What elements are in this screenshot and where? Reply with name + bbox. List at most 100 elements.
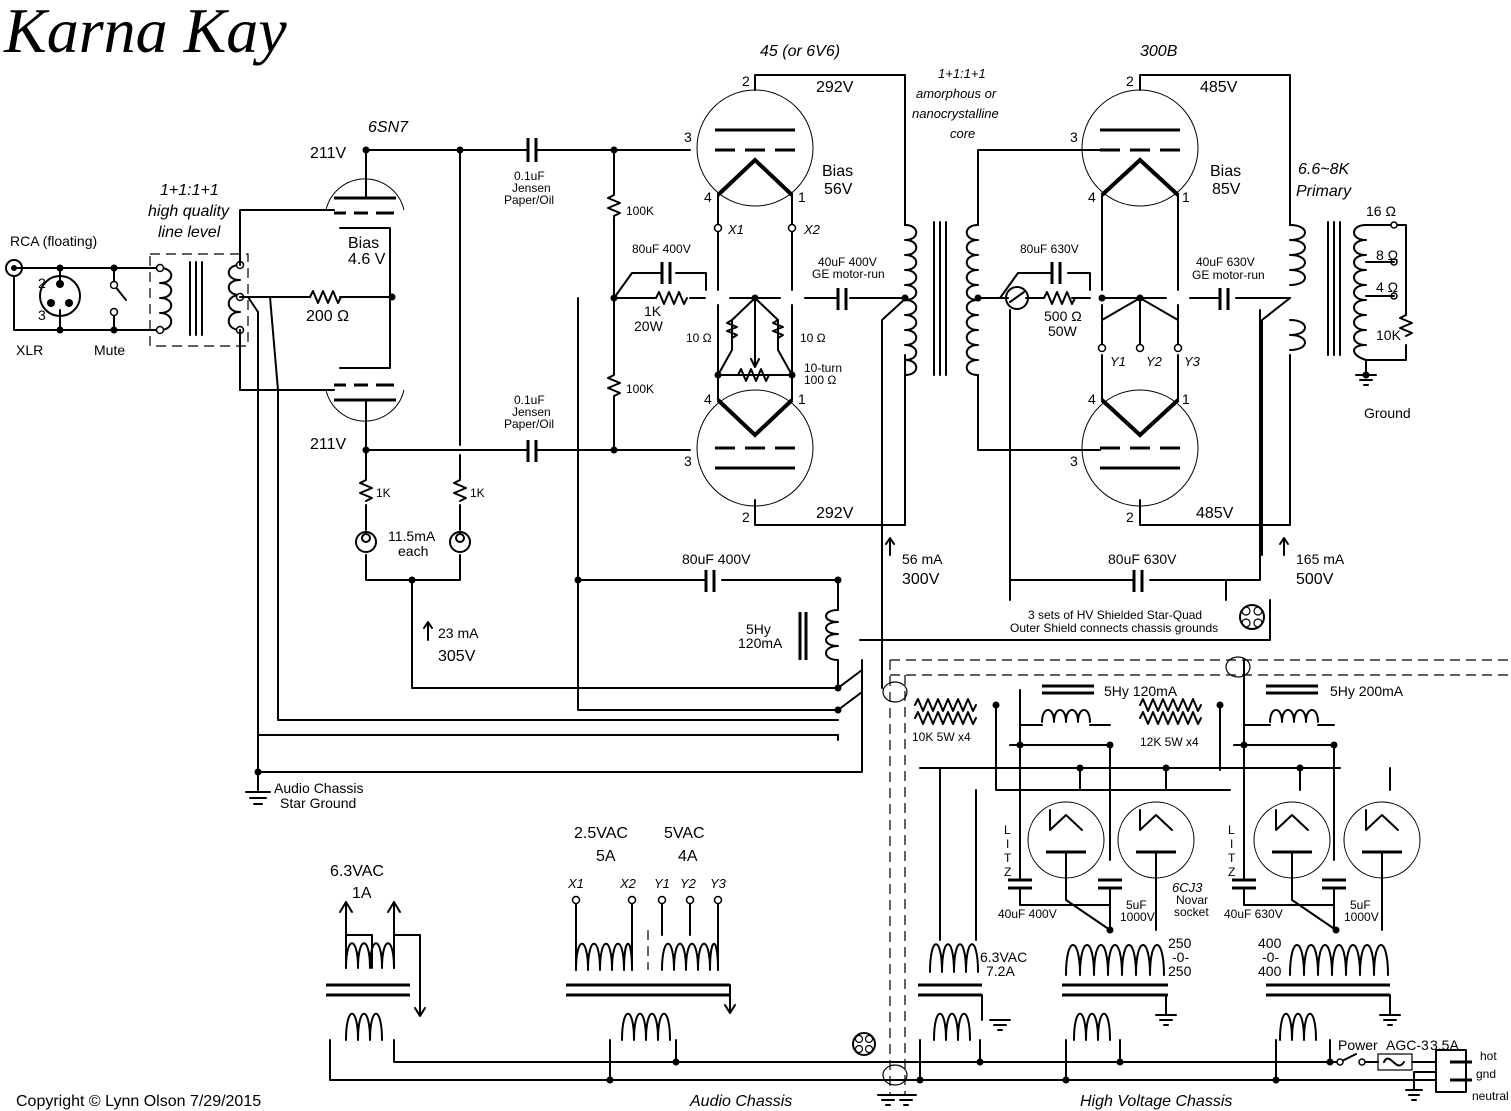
grid-resistor-top-value: 100K xyxy=(626,204,654,218)
stage2-bottom-pin2: 2 xyxy=(742,509,750,525)
choke-5hy-120ma-icon xyxy=(1041,684,1094,723)
stage2-current-arrow-icon xyxy=(885,537,895,556)
stage2-top-pin4: 4 xyxy=(704,189,712,205)
hv-transformer-cores-icon xyxy=(918,983,1401,1041)
output-bias-value: 85V xyxy=(1212,181,1241,198)
stage2-pot-value: 100 Ω xyxy=(804,373,836,387)
stage2-bias-value: 56V xyxy=(824,181,853,198)
hv-supply-wiring xyxy=(919,659,1391,941)
litz-i1: I xyxy=(1006,837,1009,851)
stage2-pot-type: 10-turn xyxy=(804,361,842,375)
output-y2: Y2 xyxy=(1146,354,1163,369)
fil-a-current: 5A xyxy=(596,848,616,865)
output-bottom-pin4: 4 xyxy=(1088,391,1096,407)
interstage-type3: core xyxy=(950,126,975,141)
hv-secondary-b-icon xyxy=(1289,926,1389,976)
mains-bus xyxy=(329,1039,1437,1084)
fil-tap-x1: X1 xyxy=(567,876,584,891)
interstage-type1: amorphous or xyxy=(916,86,997,101)
output-bottom-pin2: 2 xyxy=(1126,509,1134,525)
stage2-r10-left: 10 Ω xyxy=(686,331,712,345)
rectifier-tubes-icon xyxy=(1027,801,1421,931)
chassis-ground-connector-icon xyxy=(852,1032,917,1106)
choke-a-label: 5Hy 120mA xyxy=(1104,683,1178,699)
hv-heater-winding-icon xyxy=(929,943,979,973)
stage2-bypass-cap-icon xyxy=(836,288,848,310)
stage2-bottom-pin4: 4 xyxy=(704,391,712,407)
output-filter-cap-value: 80uF 630V xyxy=(1108,551,1177,567)
input-wiring xyxy=(13,264,161,334)
hv-litz-caps xyxy=(1008,878,1346,931)
litz-z1: Z xyxy=(1004,865,1011,879)
rectifier-type: 6CJ3 xyxy=(1172,880,1203,895)
audio-heater-transformer-icon xyxy=(326,901,426,1041)
audio-chassis-label: Audio Chassis xyxy=(689,1093,792,1110)
ccs-current: 11.5mA xyxy=(388,528,436,544)
litz-z2: Z xyxy=(1228,865,1235,879)
fil-tap-y2: Y2 xyxy=(680,876,697,891)
stage2-filter-cap-icon xyxy=(704,570,716,592)
stage1-supply-current: 23 mA xyxy=(438,625,479,641)
mains-hot: hot xyxy=(1480,1049,1497,1063)
litz-t1: T xyxy=(1004,851,1012,865)
rectifier-socket2: socket xyxy=(1174,905,1209,919)
return-busses xyxy=(239,296,863,805)
sec-b-2: -0- xyxy=(1262,949,1279,965)
ccs-left-icon xyxy=(355,531,377,553)
stage2-bypass-value: 40uF 400V xyxy=(818,255,877,269)
filament-transformer-icon xyxy=(566,895,736,1041)
output-y3: Y3 xyxy=(1184,354,1201,369)
output-bypass-cap-icon xyxy=(1218,288,1230,310)
ccs-right-icon xyxy=(449,531,471,553)
stage2-x1: X1 xyxy=(727,222,744,237)
hv-heater-current: 7.2A xyxy=(986,963,1015,979)
stage2-top-pin1: 1 xyxy=(798,189,806,205)
cable-shield-note: Outer Shield connects chassis grounds xyxy=(1010,621,1218,635)
output-y1: Y1 xyxy=(1110,354,1126,369)
xlr-pin2: 2 xyxy=(38,275,46,291)
fuse-type: AGC-3 xyxy=(1386,1037,1429,1053)
fuse-rating: 3.5A xyxy=(1430,1037,1459,1053)
xlr-pin3: 3 xyxy=(38,307,46,323)
hv-cap-c-value: 5uF xyxy=(1126,898,1147,912)
stage1-bias-label: Bias xyxy=(348,235,379,252)
grid-resistors xyxy=(607,146,691,454)
input-transformer-type: line level xyxy=(158,224,221,241)
stage2-supply-voltage: 300V xyxy=(902,571,940,588)
choke-b-label: 5Hy 200mA xyxy=(1330,683,1404,699)
stage1-plate-bottom: 211V xyxy=(310,436,347,453)
output-r-value: 500 Ω xyxy=(1044,308,1082,324)
stage2-supply-current: 56 mA xyxy=(902,551,943,567)
hv-cap-b: 40uF 630V xyxy=(1224,907,1283,921)
fil-tap-x2: X2 xyxy=(619,876,637,891)
hv-cap-d-value: 5uF xyxy=(1350,898,1371,912)
stage2-r-watts: 20W xyxy=(634,318,664,334)
coupling-cap-bottom-value: 0.1uF xyxy=(514,393,545,407)
mute-label: Mute xyxy=(94,342,125,358)
cable-description: 3 sets of HV Shielded Star-Quad xyxy=(1028,608,1202,622)
audio-ground-line1: Audio Chassis xyxy=(274,780,364,796)
stage2-tube-label: 45 (or 6V6) xyxy=(760,43,840,60)
grid-resistor-bottom-value: 100K xyxy=(626,382,654,396)
hv-cap-c-voltage: 1000V xyxy=(1120,910,1155,924)
output-plate-bottom: 485V xyxy=(1196,505,1234,522)
output-top-pin3: 3 xyxy=(1070,129,1078,145)
sec-b-1: 400 xyxy=(1258,935,1282,951)
mains-neutral: neutral xyxy=(1472,1089,1509,1103)
output-plate-top: 485V xyxy=(1200,79,1238,96)
stage2-r-value: 1K xyxy=(644,303,662,319)
output-bottom-pin3: 3 xyxy=(1070,453,1078,469)
stage1-plate-top: 211V xyxy=(310,145,347,162)
input-transformer-ratio: 1+1:1+1 xyxy=(160,182,219,199)
stage2-plate-top: 292V xyxy=(816,79,854,96)
power-switch-label: Power xyxy=(1338,1037,1378,1053)
300b-tube-bottom-icon xyxy=(1081,389,1199,507)
sec-a-2: -0- xyxy=(1172,949,1189,965)
stage1-resistor-value: 200 Ω xyxy=(306,308,349,325)
stage1-bias-value: 4.6 V xyxy=(348,251,386,268)
coupling-cap-bottom-icon xyxy=(526,440,615,462)
stage2-bottom-pin1: 1 xyxy=(798,391,806,407)
stage2-top-pin2: 2 xyxy=(742,73,750,89)
output-ground-label: Ground xyxy=(1364,405,1411,421)
stage2-wiring xyxy=(574,74,907,711)
